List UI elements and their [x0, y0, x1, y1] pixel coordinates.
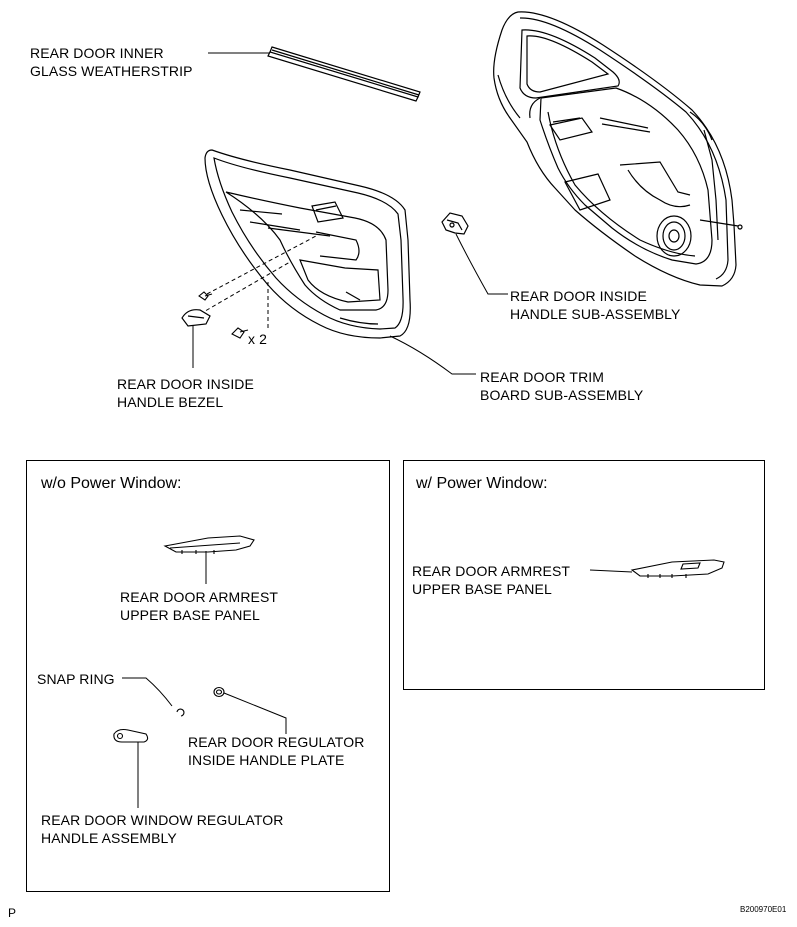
- armrest-right-leader: [589, 569, 633, 573]
- armrest-left-label-line2: UPPER BASE PANEL: [120, 607, 260, 623]
- regulator-handle-label: REAR DOOR WINDOW REGULATOR HANDLE ASSEMB…: [41, 811, 283, 847]
- inside-handle-part: [441, 212, 469, 235]
- panel-left-header: w/o Power Window:: [41, 475, 182, 492]
- panel-with-power-window: [403, 460, 765, 690]
- weatherstrip-label-line1: REAR DOOR INNER: [30, 45, 164, 61]
- regulator-handle-part: [113, 728, 149, 743]
- armrest-right-label: REAR DOOR ARMREST UPPER BASE PANEL: [412, 562, 570, 598]
- snap-ring-part: [176, 708, 185, 717]
- page-mark: P: [8, 906, 17, 920]
- panel-without-power-window: [26, 460, 390, 892]
- trim-board-part: [204, 149, 411, 339]
- handle-plate-label: REAR DOOR REGULATOR INSIDE HANDLE PLATE: [188, 733, 364, 769]
- trim-board-leader: [389, 335, 476, 375]
- handle-plate-label-line2: INSIDE HANDLE PLATE: [188, 752, 345, 768]
- inside-handle-label: REAR DOOR INSIDE HANDLE SUB-ASSEMBLY: [510, 287, 680, 323]
- inside-handle-label-line2: HANDLE SUB-ASSEMBLY: [510, 306, 681, 322]
- handle-bezel-label-line1: REAR DOOR INSIDE: [117, 376, 254, 392]
- armrest-left-label-line1: REAR DOOR ARMREST: [120, 589, 279, 605]
- weatherstrip-label-line2: GLASS WEATHERSTRIP: [30, 63, 193, 79]
- handle-bezel-part: [181, 309, 211, 327]
- armrest-panel-right-part: [630, 559, 725, 578]
- handle-plate-part: [213, 686, 225, 698]
- handle-bezel-label: REAR DOOR INSIDE HANDLE BEZEL: [117, 375, 254, 411]
- rear-door-body: [493, 11, 743, 287]
- trim-board-label-line2: BOARD SUB-ASSEMBLY: [480, 387, 644, 403]
- inside-handle-label-line1: REAR DOOR INSIDE: [510, 288, 647, 304]
- panel-right-header: w/ Power Window:: [416, 475, 548, 492]
- inside-handle-leader: [455, 233, 508, 295]
- handle-plate-leader: [223, 692, 287, 734]
- regulator-handle-label-line1: REAR DOOR WINDOW REGULATOR: [41, 812, 284, 828]
- regulator-handle-label-line2: HANDLE ASSEMBLY: [41, 830, 177, 846]
- clip-quantity: x 2: [248, 331, 267, 347]
- snap-ring-leader: [122, 677, 173, 707]
- weatherstrip-label: REAR DOOR INNER GLASS WEATHERSTRIP: [30, 44, 193, 80]
- install-dashed-lines: [199, 235, 317, 330]
- snap-ring-label: SNAP RING: [37, 671, 115, 687]
- handle-plate-label-line1: REAR DOOR REGULATOR: [188, 734, 365, 750]
- armrest-panel-left-part: [163, 535, 255, 554]
- trim-board-label-line1: REAR DOOR TRIM: [480, 369, 605, 385]
- weatherstrip-part: [267, 46, 421, 102]
- armrest-right-label-line1: REAR DOOR ARMREST: [412, 563, 571, 579]
- handle-bezel-label-line2: HANDLE BEZEL: [117, 394, 224, 410]
- armrest-right-label-line2: UPPER BASE PANEL: [412, 581, 552, 597]
- figure-code: B200970E01: [740, 905, 787, 914]
- trim-board-label: REAR DOOR TRIM BOARD SUB-ASSEMBLY: [480, 368, 643, 404]
- clip-screws: [198, 291, 249, 339]
- armrest-left-label: REAR DOOR ARMREST UPPER BASE PANEL: [120, 588, 278, 624]
